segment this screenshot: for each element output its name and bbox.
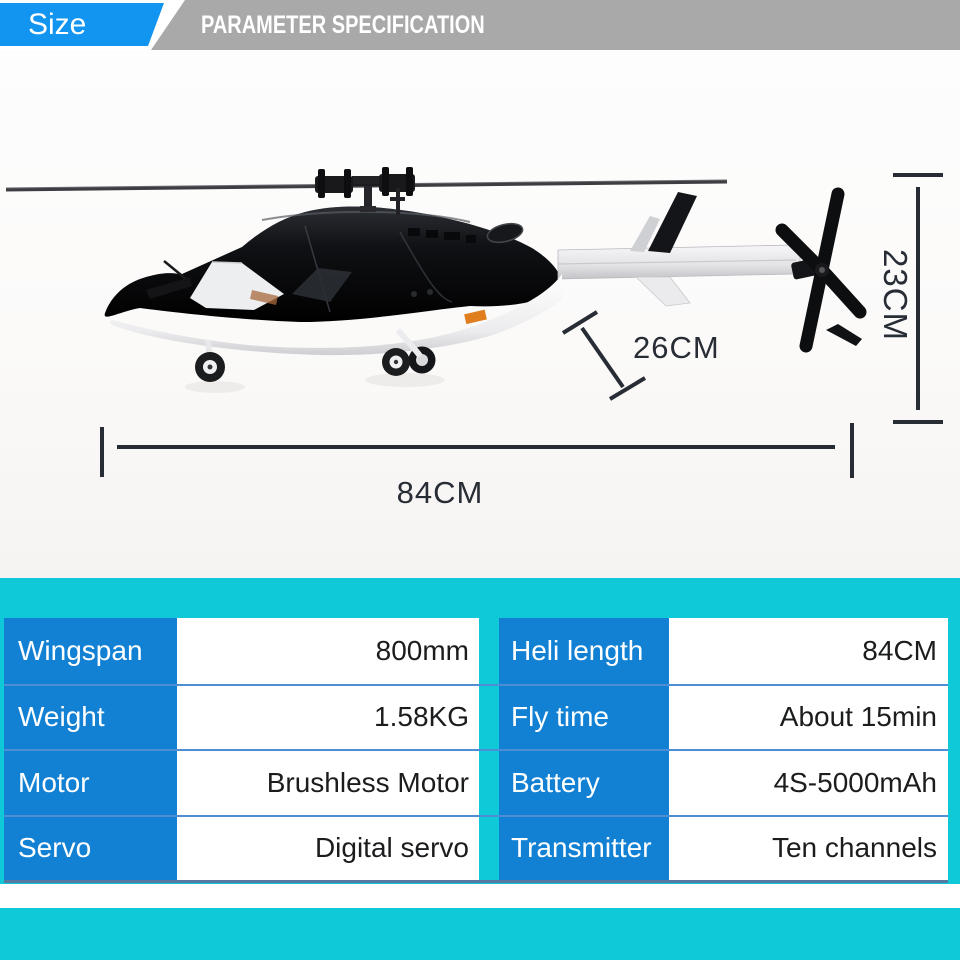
rotor-hub xyxy=(315,167,415,215)
dimension-length-label: 84CM xyxy=(397,475,484,510)
spec-label-cell: Motor xyxy=(4,751,177,815)
spec-value-cell: 84CM xyxy=(669,618,948,684)
landing-gear xyxy=(195,328,436,382)
spec-label-cell: Servo xyxy=(4,816,177,880)
dimension-height xyxy=(893,173,943,424)
cockpit-windows xyxy=(190,261,352,310)
fuselage xyxy=(104,206,561,322)
banner-title: PARAMETER SPECIFICATION xyxy=(201,10,485,39)
spec-gap xyxy=(479,817,499,881)
dimension-rotor xyxy=(561,310,647,401)
dimension-rotor-label: 26CM xyxy=(633,330,720,365)
engine-details xyxy=(408,222,524,244)
dimension-length xyxy=(100,423,854,478)
spec-label-cell: Fly time xyxy=(499,685,669,749)
table-bottom-rule xyxy=(4,880,948,883)
helicopter-diagram-area: 23CM 26CM 84CM xyxy=(0,50,960,578)
spec-tables: Wingspan 800mm Heli length 84CM Weight 1… xyxy=(4,618,948,880)
spec-value-cell: 800mm xyxy=(177,618,479,684)
spec-gap xyxy=(479,751,499,815)
nose-pod xyxy=(146,260,192,299)
spec-value-cell: About 15min xyxy=(669,685,948,749)
tail-fins xyxy=(630,192,697,307)
spec-row: Weight 1.58KG Fly time About 15min xyxy=(4,683,948,750)
dimension-height-label: 23CM xyxy=(877,249,914,341)
spec-gap xyxy=(479,686,499,750)
spec-label-cell: Wingspan xyxy=(4,618,177,684)
spec-label-cell: Weight xyxy=(4,685,177,749)
ground-shadow xyxy=(185,373,445,393)
tail-rotor xyxy=(775,187,867,353)
spec-value-cell: Brushless Motor xyxy=(177,751,479,815)
spec-row: Wingspan 800mm Heli length 84CM xyxy=(4,618,948,684)
size-tab: Size xyxy=(0,3,164,46)
spec-row: Motor Brushless Motor Battery 4S-5000mAh xyxy=(4,749,948,815)
helicopter-diagram: 23CM 26CM 84CM xyxy=(5,167,943,510)
spec-value-cell: 4S-5000mAh xyxy=(669,751,948,815)
spec-label-cell: Heli length xyxy=(499,618,669,684)
header: PARAMETER SPECIFICATION Size xyxy=(0,0,960,50)
belly xyxy=(110,274,562,356)
spec-value-cell: 1.58KG xyxy=(177,685,479,749)
tail-boom xyxy=(557,244,801,280)
spec-top-band xyxy=(0,578,960,618)
spec-gap xyxy=(479,618,499,684)
spec-label-cell: Battery xyxy=(499,751,669,815)
spec-value-cell: Digital servo xyxy=(177,816,479,880)
spec-section: Wingspan 800mm Heli length 84CM Weight 1… xyxy=(0,578,960,960)
spec-value-cell: Ten channels xyxy=(669,816,948,880)
parameter-banner: PARAMETER SPECIFICATION xyxy=(151,0,960,50)
size-tab-label: Size xyxy=(28,7,87,41)
spec-label-cell: Transmitter xyxy=(499,816,669,880)
spec-row: Servo Digital servo Transmitter Ten chan… xyxy=(4,814,948,881)
white-band xyxy=(0,884,960,908)
